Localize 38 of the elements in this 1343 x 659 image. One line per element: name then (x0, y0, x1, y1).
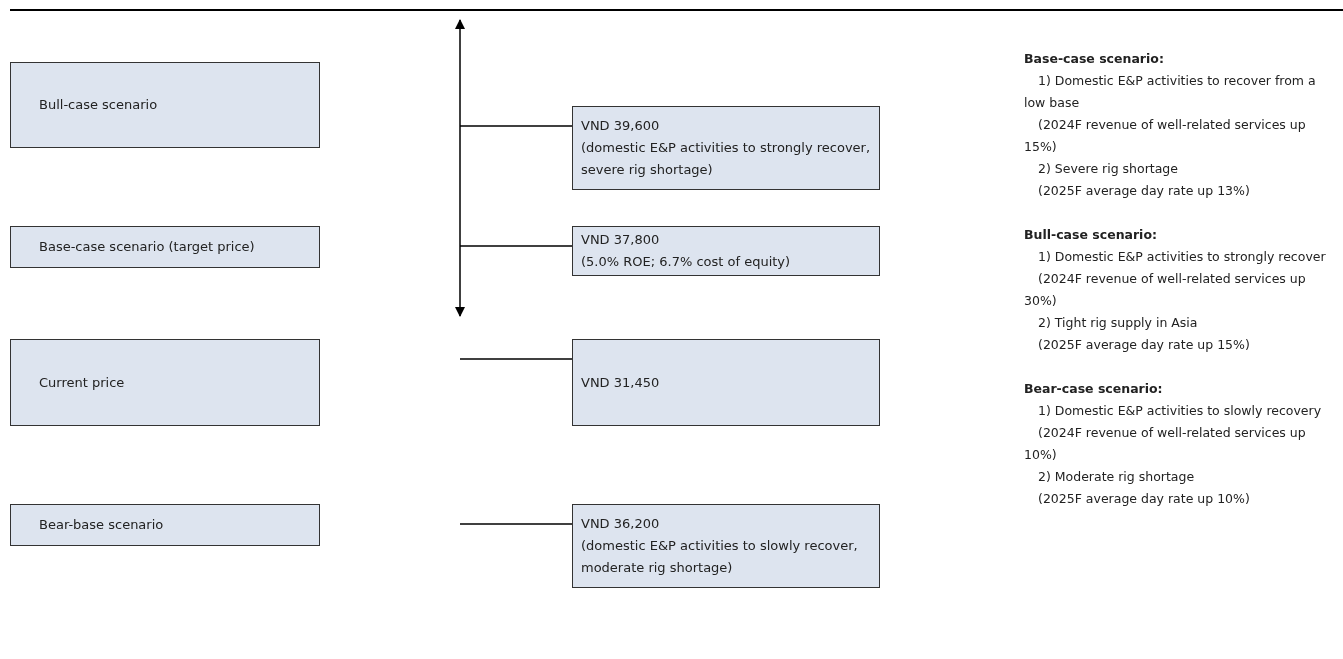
box-title: Base-case scenario (target price) (39, 238, 256, 256)
scenario-box (10, 339, 320, 426)
box-title: VND 36,200 (581, 515, 661, 533)
box-title: Current price (39, 373, 126, 392)
section-heading: Base-case scenario: (1024, 50, 1165, 68)
scenario-note: 1) Domestic E&P activities to recover from a low base (1024, 72, 1317, 112)
scenario-box (572, 339, 880, 426)
scenario-note: 2) Tight rig supply in Asia (1037, 314, 1199, 332)
scenario-box (572, 226, 880, 276)
box-note: (domestic E&P activities to slowly recover, moderate rig shortage) (581, 537, 859, 577)
scenario-box (572, 504, 880, 588)
scenario-box (572, 106, 880, 190)
connector-line (459, 523, 573, 525)
scenario-note: (2025F average day rate up 13%) (1037, 182, 1251, 200)
scenario-note: 2) Severe rig shortage (1037, 160, 1179, 178)
box-title: VND 37,800 (581, 231, 661, 249)
scenario-note: (2025F average day rate up 10%) (1037, 490, 1251, 508)
connector-line (459, 358, 573, 360)
scenario-note: (2024F revenue of well-related services up 10%) (1024, 424, 1307, 464)
scenario-note: 2) Moderate rig shortage (1037, 468, 1196, 486)
box-title: VND 39,600 (581, 117, 661, 135)
scenario-note: 1) Domestic E&P activities to slowly recovery (1037, 402, 1323, 420)
scenario-box (10, 504, 320, 546)
section-heading: Bull-case scenario: (1024, 226, 1158, 244)
box-note: (5.0% ROE; 6.7% cost of equity) (581, 253, 792, 271)
scenario-box (10, 62, 320, 148)
scenario-note: (2024F revenue of well-related services up 30%) (1024, 270, 1307, 310)
scenario-box (10, 226, 320, 268)
box-title: Bear-base scenario (39, 516, 165, 534)
box-note: (domestic E&P activities to strongly recover, severe rig shortage) (581, 139, 871, 179)
box-title: VND 31,450 (581, 373, 661, 392)
connector-line (459, 125, 573, 127)
section-heading: Bear-case scenario: (1024, 380, 1164, 398)
scenario-note: (2024F revenue of well-related services up 15%) (1024, 116, 1307, 156)
box-title: Bull-case scenario (39, 96, 159, 114)
scenario-note: 1) Domestic E&P activities to strongly recover (1037, 248, 1327, 266)
connector-line (459, 245, 573, 247)
scenario-note: (2025F average day rate up 15%) (1037, 336, 1251, 354)
